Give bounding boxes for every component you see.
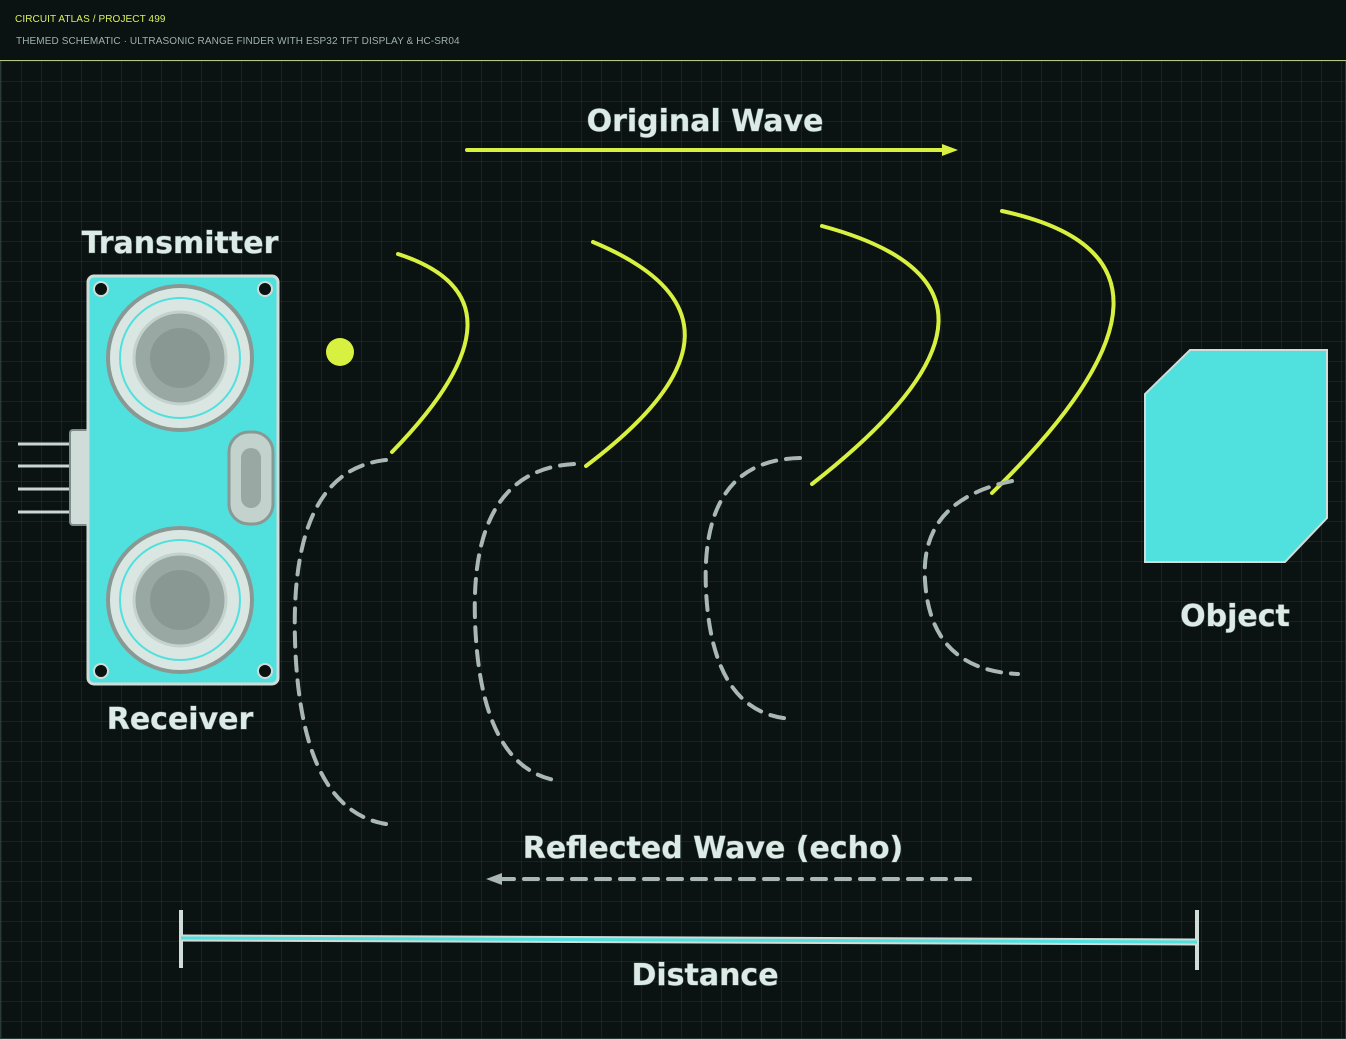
- echo-arc: [472, 462, 576, 783]
- original-wave-arcs: [390, 209, 1116, 495]
- breadcrumb[interactable]: CIRCUIT ATLAS / PROJECT 499: [15, 14, 166, 25]
- emission-source-dot: [326, 338, 354, 366]
- object-label: Object: [1180, 599, 1290, 634]
- reflected-wave-arcs: [292, 456, 1020, 826]
- transmitter-label: Transmitter: [82, 226, 279, 261]
- original-wave-label: Original Wave: [587, 104, 824, 139]
- reflected-wave-arrow: [486, 873, 980, 885]
- transmitter-transducer: [106, 284, 254, 432]
- distance-bar: [179, 910, 1199, 970]
- echo-arc: [703, 456, 802, 721]
- original-wave-arrow: [465, 144, 958, 156]
- echo-arc: [922, 479, 1020, 676]
- mount-hole: [93, 281, 109, 297]
- mount-hole: [93, 663, 109, 679]
- echo-arc: [292, 458, 388, 826]
- wave-arc: [584, 240, 687, 468]
- reflected-wave-label: Reflected Wave (echo): [523, 831, 904, 866]
- wave-arc: [990, 209, 1116, 495]
- sensor-pins: [18, 442, 78, 514]
- distance-label: Distance: [631, 958, 778, 993]
- receiver-label: Receiver: [107, 702, 254, 737]
- target-object: [1144, 349, 1328, 563]
- hc-sr04-sensor: [18, 274, 280, 686]
- mount-hole: [257, 281, 273, 297]
- header-bar: CIRCUIT ATLAS / PROJECT 499 THEMED SCHEM…: [0, 0, 1346, 61]
- wave-arc: [810, 224, 941, 486]
- receiver-transducer: [106, 526, 254, 674]
- page-subtitle: THEMED SCHEMATIC · ULTRASONIC RANGE FIND…: [16, 36, 460, 47]
- mount-hole: [257, 663, 273, 679]
- wave-arc: [390, 252, 470, 454]
